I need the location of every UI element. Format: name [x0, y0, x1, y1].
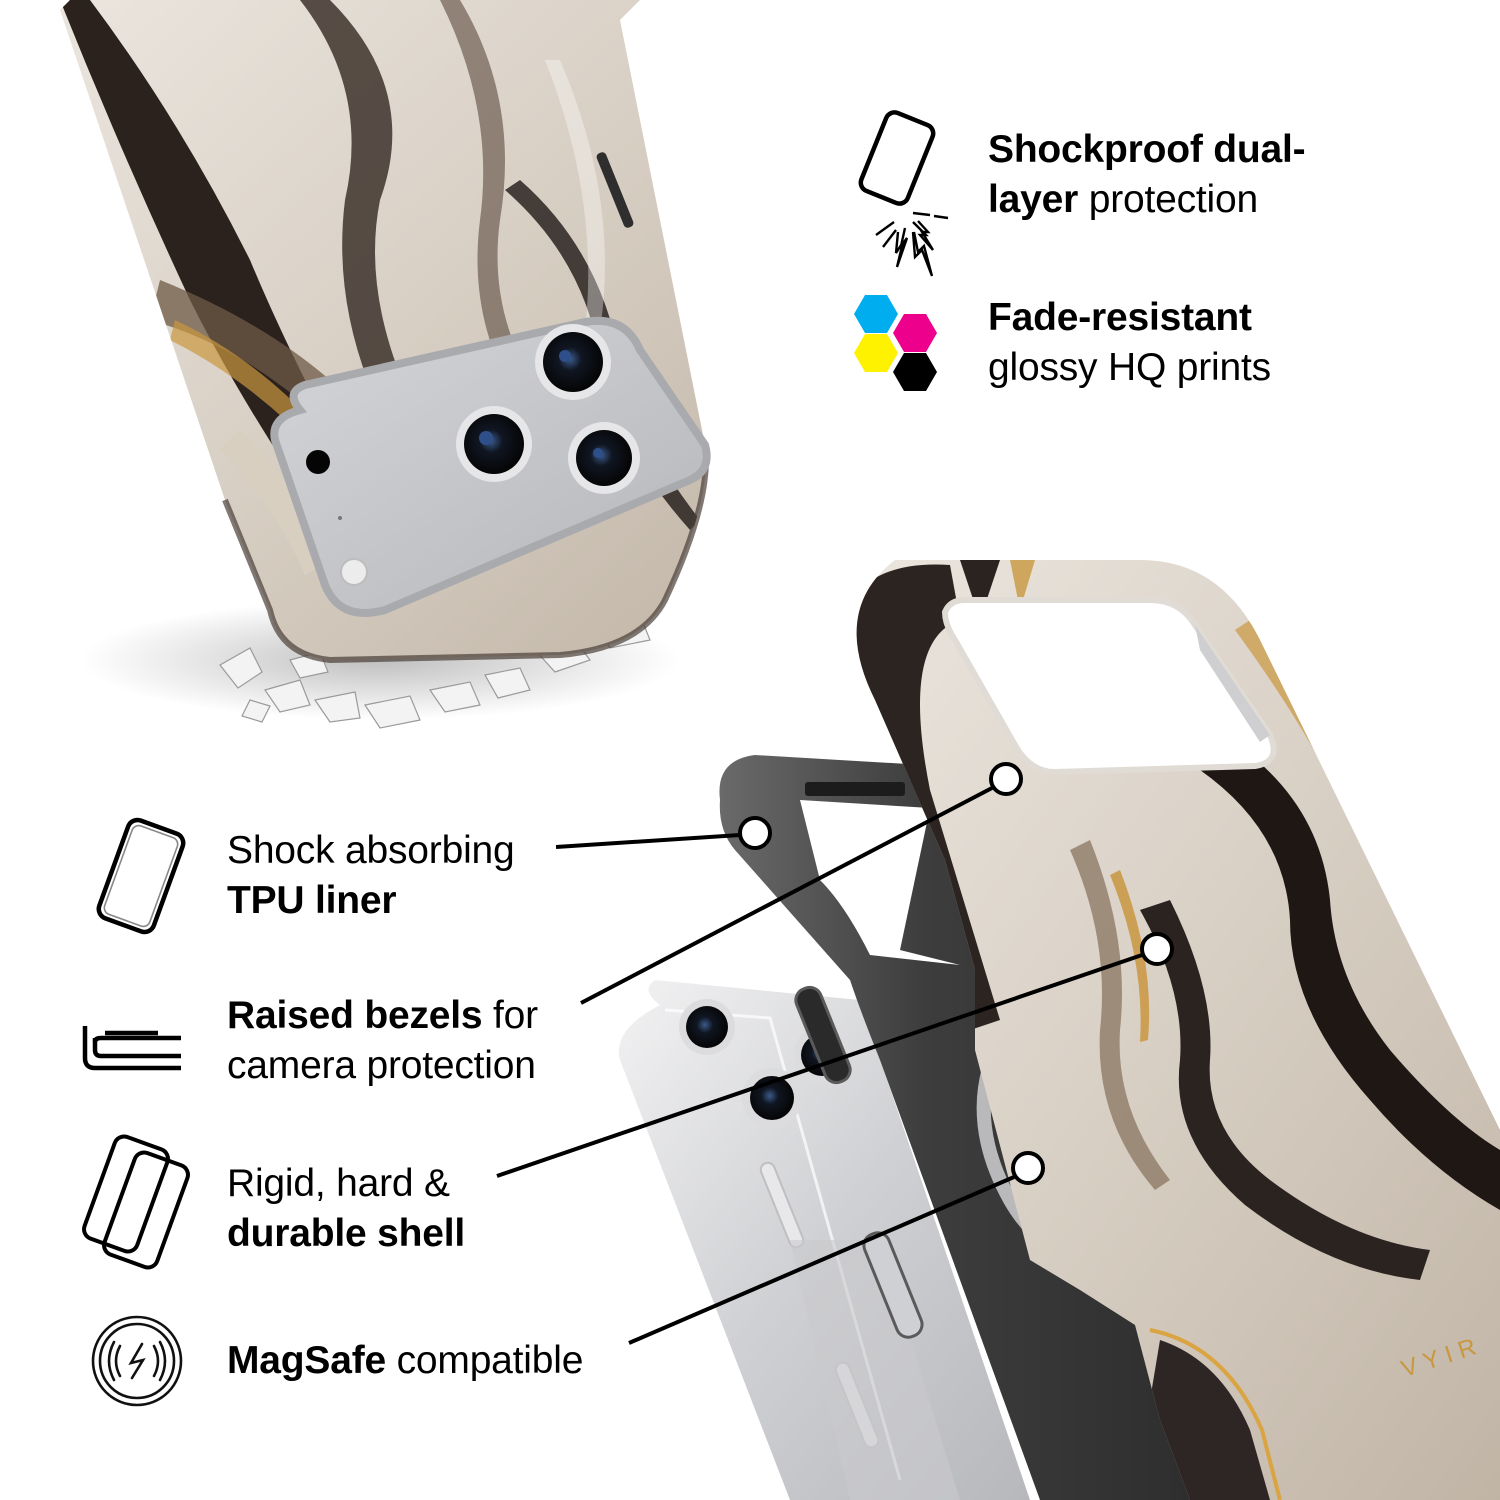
feature-text-shockproof: Shockproof dual- layer protection [988, 125, 1306, 225]
tpu-liner-icon [96, 817, 186, 935]
feature-line1-regular: for [482, 994, 538, 1037]
callout-line-tpu [555, 833, 741, 849]
black-hexagon [893, 353, 937, 391]
feature-line1-regular: compatible [385, 1339, 584, 1382]
feature-line2-bold: TPU liner [227, 879, 397, 922]
callout-dot-bezel [989, 762, 1023, 796]
callout-dot-shell [1140, 932, 1174, 966]
callout-dot-magsafe [1011, 1151, 1045, 1185]
magenta-hexagon [893, 314, 937, 352]
feature-text-bezel: Raised bezels for camera protection [227, 991, 538, 1091]
feature-text-fade: Fade-resistant glossy HQ prints [988, 293, 1271, 393]
dual-shell-icon [82, 1134, 190, 1270]
feature-line2-bold: layer [988, 178, 1079, 221]
feature-line2-regular: camera protection [227, 1044, 536, 1087]
callout-line-shell [496, 953, 1143, 1178]
feature-line1-bold: Fade-resistant [988, 296, 1252, 339]
feature-line1-regular: Rigid, hard & [227, 1162, 450, 1205]
feature-line1-bold: Shockproof dual- [988, 128, 1306, 171]
feature-text-magsafe: MagSafe compatible [227, 1336, 583, 1386]
callout-line-bezel [580, 786, 993, 1005]
feature-line1-bold: Raised bezels [227, 994, 483, 1037]
phone-impact-icon [858, 110, 949, 277]
yellow-hexagon [854, 334, 898, 372]
dropped-phone-case [60, 0, 711, 729]
cyan-hexagon [854, 295, 898, 333]
cmyk-hexagons-icon [854, 295, 937, 391]
callouts [496, 762, 1174, 1345]
callout-line-magsafe [628, 1175, 1015, 1345]
feature-line1-bold: MagSafe [227, 1339, 386, 1382]
raised-bezel-icon [82, 1026, 181, 1071]
feature-text-tpu: Shock absorbing TPU liner [227, 826, 515, 926]
feature-line1-regular: Shock absorbing [227, 829, 515, 872]
callout-dot-tpu [738, 816, 772, 850]
feature-line2-regular: protection [1078, 178, 1259, 221]
feature-line2-bold: durable shell [227, 1212, 465, 1255]
feature-text-shell: Rigid, hard & durable shell [227, 1159, 465, 1259]
camera-plate [270, 316, 711, 617]
feature-line2-regular: glossy HQ prints [988, 346, 1271, 389]
magsafe-icon [91, 1315, 183, 1407]
